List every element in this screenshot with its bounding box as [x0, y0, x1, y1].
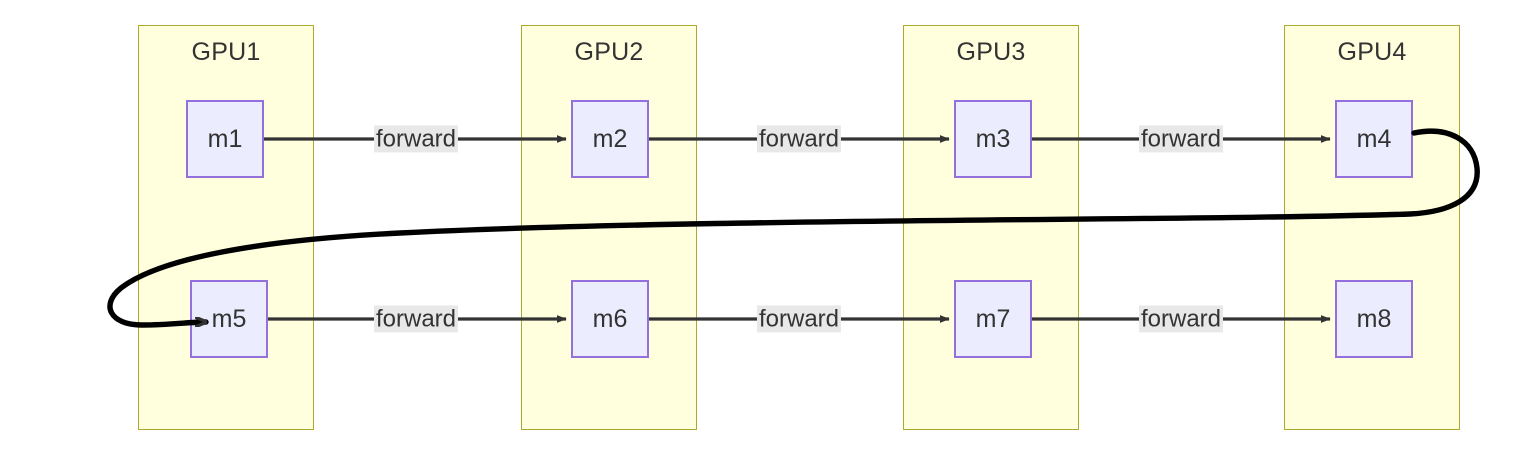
node-m7[interactable]: m7 [954, 280, 1032, 358]
node-label-m2: m2 [592, 124, 628, 153]
node-label-m1: m1 [207, 124, 243, 153]
subgraph-title-gpu2: GPU2 [574, 38, 644, 66]
edge-label-m5-m6: forward [373, 305, 459, 333]
node-m3[interactable]: m3 [954, 100, 1032, 178]
node-label-m6: m6 [592, 304, 628, 333]
node-m8[interactable]: m8 [1335, 280, 1413, 358]
node-label-m5: m5 [211, 304, 247, 333]
edge-label-m1-m2: forward [373, 125, 459, 153]
node-label-m3: m3 [975, 124, 1011, 153]
subgraph-title-gpu3: GPU3 [956, 38, 1026, 66]
subgraph-title-gpu1: GPU1 [191, 38, 261, 66]
edge-label-m6-m7: forward [756, 305, 842, 333]
node-m4[interactable]: m4 [1335, 100, 1413, 178]
node-m5[interactable]: m5 [190, 280, 268, 358]
node-m2[interactable]: m2 [571, 100, 649, 178]
node-label-m7: m7 [975, 304, 1011, 333]
node-label-m8: m8 [1356, 304, 1392, 333]
node-label-m4: m4 [1356, 124, 1392, 153]
edge-label-m7-m8: forward [1138, 305, 1224, 333]
node-m6[interactable]: m6 [571, 280, 649, 358]
subgraph-title-gpu4: GPU4 [1337, 38, 1407, 66]
node-m1[interactable]: m1 [186, 100, 264, 178]
edge-label-m3-m4: forward [1138, 125, 1224, 153]
edge-label-m2-m3: forward [756, 125, 842, 153]
